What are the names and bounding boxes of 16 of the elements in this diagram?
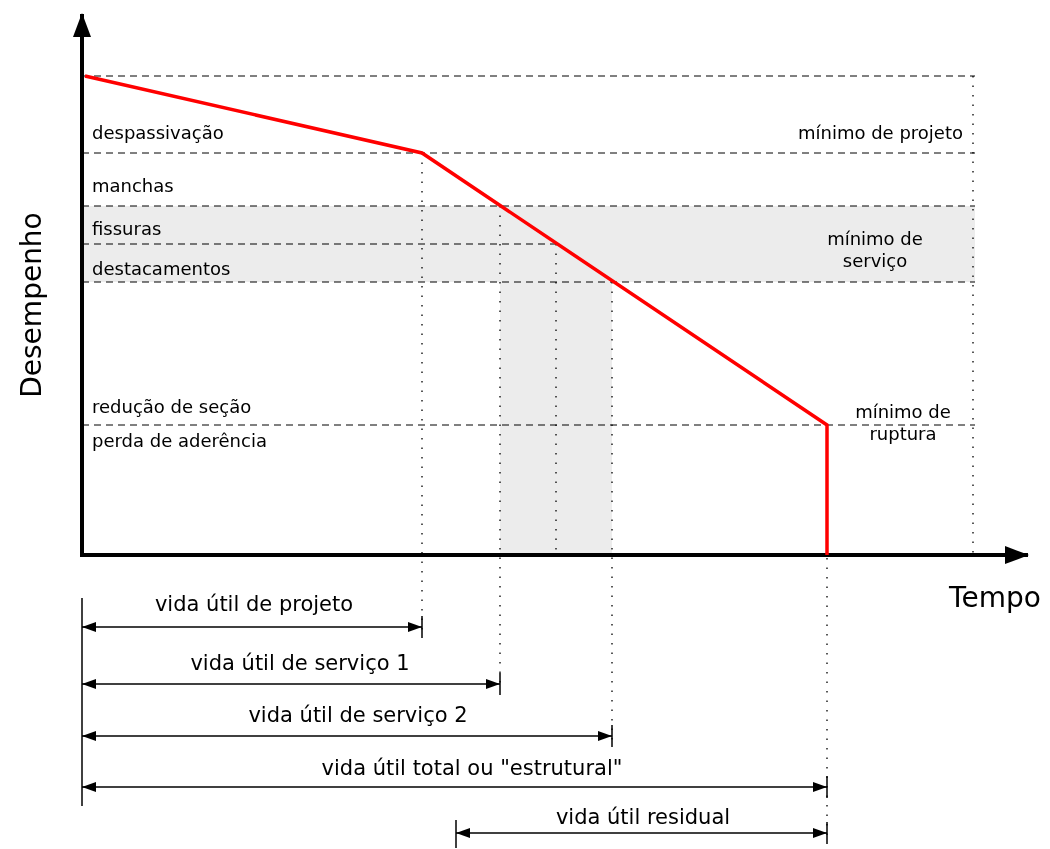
level-label: mínimo de serviço <box>826 228 924 272</box>
level-label: mínimo de projeto <box>797 122 963 144</box>
axis-title: Desempenho <box>15 212 49 398</box>
dimension-label: vida útil de projeto <box>154 592 354 618</box>
level-label: destacamentos <box>92 258 231 280</box>
dimension-label: vida útil total ou "estrutural" <box>321 756 623 782</box>
dimension-label: vida útil residual <box>555 805 731 831</box>
level-label: redução de seção <box>92 396 252 418</box>
dimension-label: vida útil de serviço 1 <box>190 651 410 677</box>
axis-title: Tempo <box>949 581 1041 615</box>
level-label: manchas <box>92 175 174 197</box>
level-label: fissuras <box>92 218 162 240</box>
level-label: despassivação <box>92 122 224 144</box>
level-label: perda de aderência <box>92 430 267 452</box>
level-label: mínimo de ruptura <box>854 401 952 445</box>
dimension-label: vida útil de serviço 2 <box>248 703 468 729</box>
